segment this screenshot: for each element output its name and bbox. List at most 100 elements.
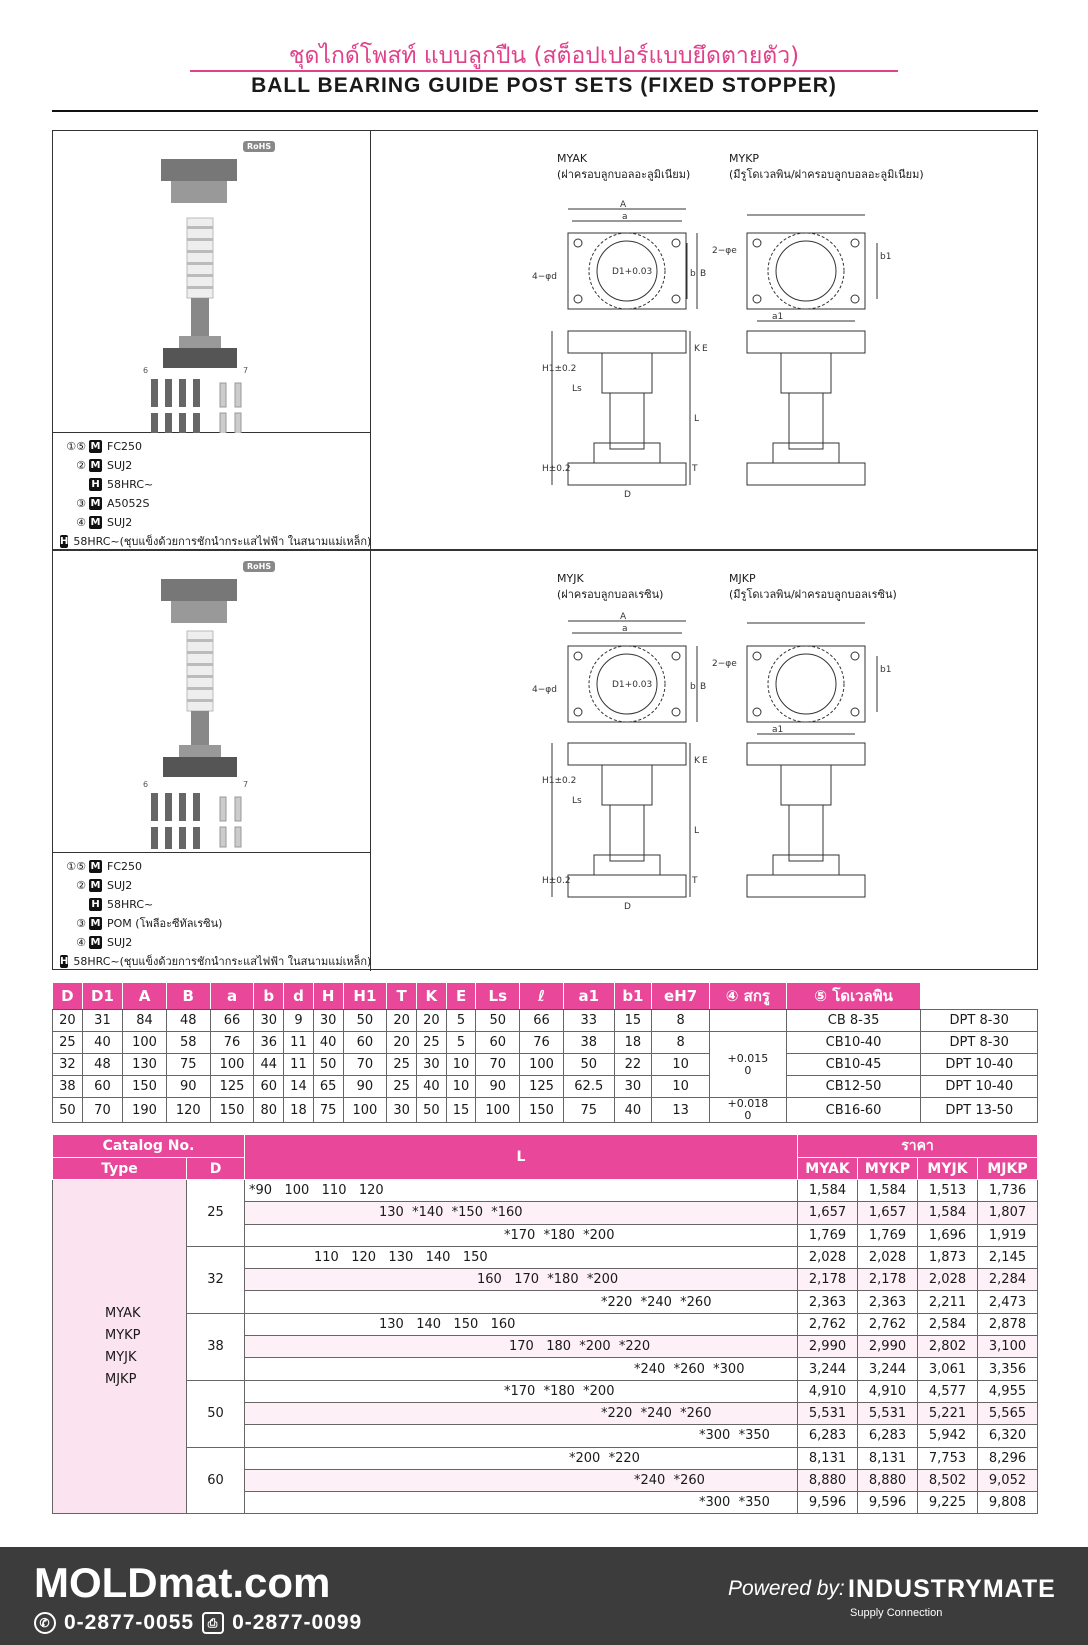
table-cell: CB16-60 <box>785 1097 922 1123</box>
industrymate-logo[interactable]: INDUSTRYMATE <box>848 1575 1056 1603</box>
l-header: L <box>244 1134 798 1180</box>
fax-number[interactable]: 0-2877-0099 <box>232 1611 363 1634</box>
table-cell: DPT 10-40 <box>920 1075 1038 1098</box>
table-cell: 58 <box>165 1031 211 1054</box>
table-cell: 25 <box>386 1053 417 1076</box>
tagline: Supply Connection <box>850 1607 943 1619</box>
svg-text:L: L <box>694 414 699 424</box>
callout-7: 7 <box>243 780 248 789</box>
price-cell: 5,565 <box>977 1401 1038 1426</box>
price-cell: 2,762 <box>857 1312 918 1337</box>
price-cell: 1,873 <box>917 1245 978 1270</box>
phone-number[interactable]: 0-2877-0055 <box>64 1611 195 1634</box>
table-cell: 31 <box>81 1009 124 1032</box>
dims-header-cell: ℓ <box>519 982 564 1010</box>
table-cell: 11 <box>283 1031 314 1054</box>
table-cell: 20 <box>415 1009 447 1032</box>
model-label: MYKP(มีรูโดเวลพิน/ฝาครอบลูกบอลอะลูมิเนีย… <box>729 152 924 181</box>
price-cell: 3,356 <box>977 1357 1038 1381</box>
table-cell: CB12-50 <box>785 1075 922 1098</box>
model-label: MYAK(ฝาครอบลูกบอลอะลูมิเนียม) <box>557 152 691 181</box>
footer: MOLDmat.com ✆ 0-2877-0055 ⎙ 0-2877-0099 … <box>0 1547 1088 1645</box>
table-cell: 10 <box>445 1075 477 1098</box>
price-cell: 3,244 <box>857 1357 918 1381</box>
dims-header-cell: ⑤ โดเวลพิน <box>785 982 922 1010</box>
table-cell: 130 <box>122 1053 167 1076</box>
svg-text:Ls: Ls <box>572 796 582 806</box>
dims-header-cell: a1 <box>562 982 615 1010</box>
model-price-header: MYKP <box>857 1157 918 1180</box>
price-cell: 1,584 <box>797 1178 858 1203</box>
length-options-cell: 130 *140 *150 *160 <box>244 1201 798 1225</box>
dims-header-cell: H1 <box>342 982 388 1010</box>
dims-header-cell: D1 <box>81 982 124 1010</box>
dims-header-cell: D <box>52 982 83 1010</box>
svg-text:b: b <box>690 269 696 279</box>
length-options-cell: 170 180 *200 *220 <box>244 1335 798 1359</box>
drawing-svg: A a B b 4−φd 2−φe D1+0.03 b1 a1 L D T K … <box>532 200 891 500</box>
tolerance-cell <box>709 1009 787 1032</box>
price-cell: 2,990 <box>797 1335 858 1359</box>
length-options-cell: 130 140 150 160 <box>244 1312 798 1337</box>
price-cell: 4,910 <box>797 1379 858 1403</box>
table-cell: 30 <box>312 1009 344 1032</box>
price-header: ราคา <box>797 1134 1038 1158</box>
table-cell: 100 <box>519 1053 564 1076</box>
table-cell: 32 <box>52 1053 83 1076</box>
dims-header-cell: d <box>283 982 314 1010</box>
thai-title: ชุดไกด์โพสท์ แบบลูกปืน (สต็อปเปอร์แบบยึด… <box>288 43 800 69</box>
price-cell: 8,880 <box>857 1468 918 1493</box>
price-cell: 2,363 <box>857 1290 918 1314</box>
length-options-cell: *300 *350 <box>244 1491 798 1515</box>
price-cell: 3,244 <box>797 1357 858 1381</box>
table-cell: 100 <box>342 1097 388 1123</box>
table-cell: 50 <box>312 1053 344 1076</box>
dims-header-cell: ④ สกรู <box>709 982 787 1010</box>
table-cell: 33 <box>562 1009 615 1032</box>
price-cell: 2,762 <box>797 1312 858 1337</box>
table-cell: 75 <box>165 1053 211 1076</box>
model-label: MYJK(ฝาครอบลูกบอลเรซิน) <box>557 572 664 601</box>
table-cell: 44 <box>253 1053 285 1076</box>
dims-header-cell: A <box>122 982 167 1010</box>
table-cell: 76 <box>209 1031 255 1054</box>
callout-7: 7 <box>243 366 248 375</box>
svg-text:A: A <box>620 200 627 210</box>
table-cell: 100 <box>122 1031 167 1054</box>
table-cell: 8 <box>651 1031 711 1054</box>
table-cell: 50 <box>562 1053 615 1076</box>
table-cell: 80 <box>253 1097 285 1123</box>
powered-by-label: Powered by: <box>728 1577 845 1600</box>
table-cell: 50 <box>415 1097 447 1123</box>
product-photo: RoHS 6 7 <box>53 551 371 853</box>
table-cell: DPT 13-50 <box>920 1097 1038 1123</box>
length-options-cell: 110 120 130 140 150 <box>244 1245 798 1270</box>
table-cell: 150 <box>122 1075 167 1098</box>
price-cell: 8,131 <box>857 1446 918 1470</box>
price-cell: 2,211 <box>917 1290 978 1314</box>
price-cell: 6,283 <box>857 1424 918 1448</box>
callout-6: 6 <box>143 780 148 789</box>
table-cell: 30 <box>386 1097 417 1123</box>
svg-text:E: E <box>702 344 708 354</box>
brand-logo[interactable]: MOLDmat.com <box>34 1559 331 1606</box>
table-cell: CB 8-35 <box>785 1009 922 1032</box>
price-cell: 4,955 <box>977 1379 1038 1403</box>
price-cell: 9,225 <box>917 1491 978 1515</box>
table-cell: 66 <box>209 1009 255 1032</box>
table-cell: 25 <box>386 1075 417 1098</box>
length-options-cell: *90 100 110 120 <box>244 1178 798 1203</box>
price-cell: 9,596 <box>857 1491 918 1515</box>
price-cell: 1,696 <box>917 1223 978 1247</box>
table-cell: DPT 10-40 <box>920 1053 1038 1076</box>
technical-drawing: MYJK(ฝาครอบลูกบอลเรซิน) MJKP(มีรูโดเวลพิ… <box>372 551 1039 971</box>
table-cell: DPT 8-30 <box>920 1009 1038 1032</box>
price-cell: 9,052 <box>977 1468 1038 1493</box>
price-cell: 2,028 <box>917 1268 978 1292</box>
